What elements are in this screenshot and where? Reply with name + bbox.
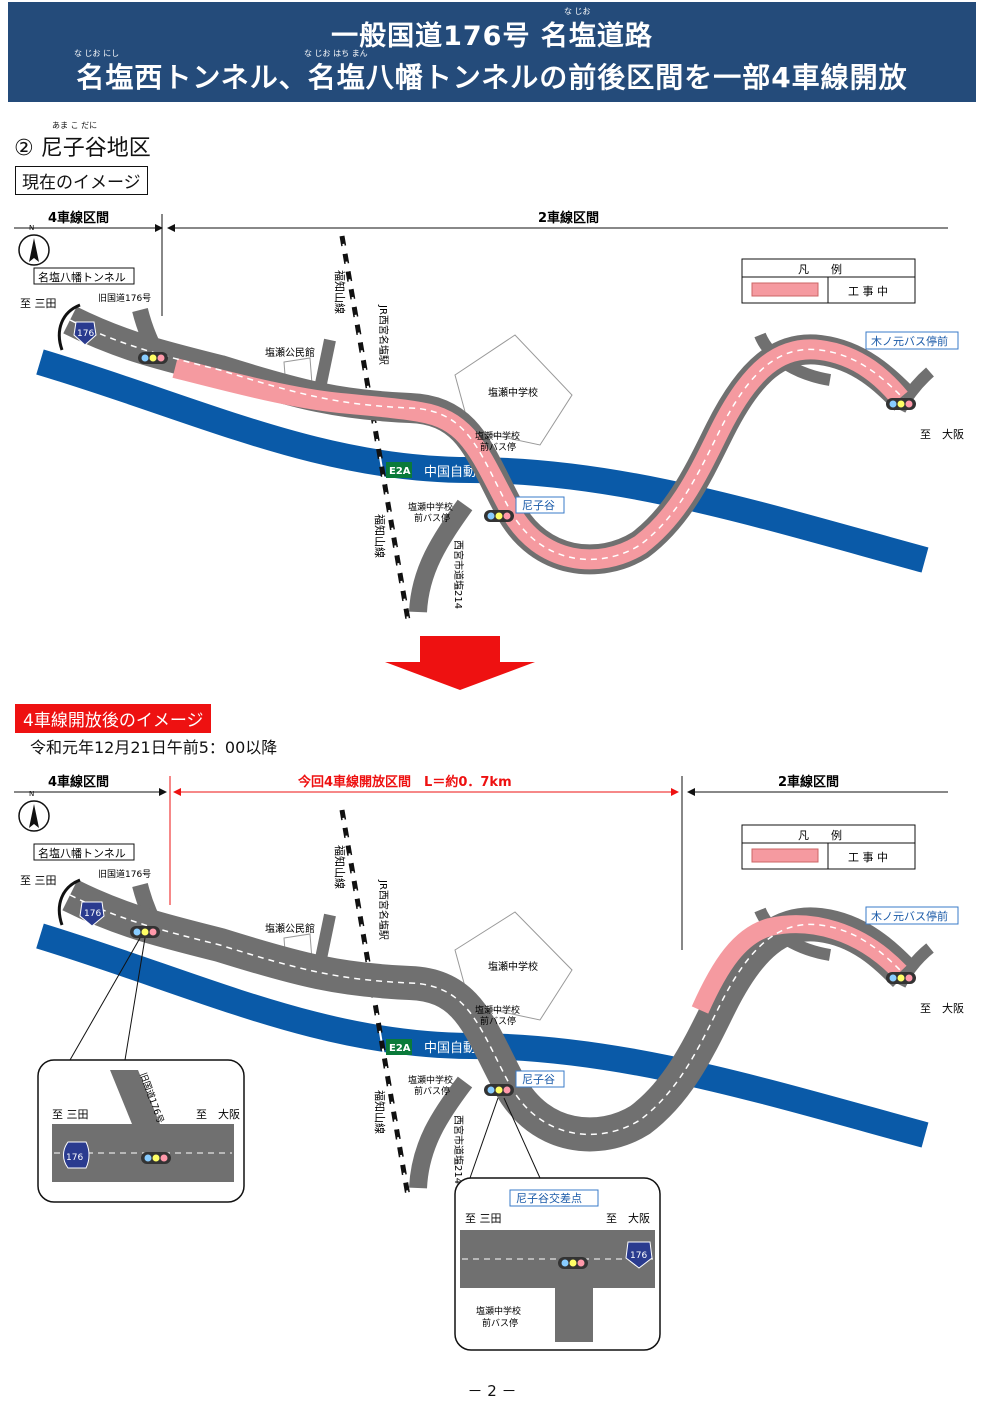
bus-stop-after-2: 前バス停 (480, 1015, 516, 1027)
page-number: － 2 － (467, 1382, 517, 1400)
railway (339, 235, 411, 621)
city-road (409, 499, 473, 613)
legend-construction-after: 工 事 中 (848, 851, 888, 864)
traffic-light-icon (138, 352, 168, 364)
route-number-after: 176 (84, 909, 101, 919)
traffic-light-icon (558, 1257, 588, 1269)
school-label-after: 塩瀬中学校 (488, 960, 538, 973)
ruby-najio-nishi: な じお にし (74, 49, 120, 58)
e2a-sign (386, 462, 412, 478)
bus-stop-label-2: 前バス停 (480, 441, 516, 453)
fukuchiyama-label-after: 福知山線 (333, 845, 347, 889)
legend-swatch (751, 282, 819, 297)
river (36, 349, 929, 573)
legend-construction: 工 事 中 (848, 285, 888, 298)
north-label-after: N (29, 790, 34, 798)
to-sanda-label: 至 三田 (20, 297, 57, 310)
after-image-label: 4車線開放後のイメージ (15, 704, 212, 733)
inset2-bus-stop-2: 前バス停 (482, 1317, 518, 1329)
ruby-najio: な じお (564, 7, 591, 16)
inset-intersection-label: 尼子谷交差点 (516, 1191, 582, 1205)
two-lane-label-after: 2車線区間 (778, 774, 839, 790)
fukuchiyama-label: 福知山線 (333, 270, 347, 314)
to-osaka-label-after: 至 大阪 (920, 1001, 964, 1015)
old-route-label-after: 旧国道176号 (98, 868, 151, 880)
old-route-label: 旧国道176号 (98, 292, 151, 304)
legend-title: 凡 例 (798, 262, 842, 276)
two-lane-label: 2車線区間 (538, 210, 599, 226)
down-arrow-icon (385, 636, 535, 690)
river-after (36, 923, 929, 1148)
hall-label: 塩瀬公民館 (265, 346, 315, 359)
title-line-2: 名塩西トンネル、名塩八幡トンネルの前後区間を一部4車線開放 (76, 61, 908, 94)
inset2-to-osaka: 至 大阪 (606, 1211, 650, 1225)
tunnel-label-after: 名塩八幡トンネル (38, 846, 126, 860)
legend-title-after: 凡 例 (798, 828, 842, 842)
e2a-code-after: E2A (389, 1043, 411, 1054)
bus-stop-after-1: 塩瀬中学校 (475, 1004, 520, 1016)
inset-route-number: 176 (66, 1153, 83, 1163)
traffic-light-icon (484, 510, 514, 522)
lane-marking (69, 319, 906, 561)
traffic-light-icon (141, 1152, 171, 1164)
tunnel-label: 名塩八幡トンネル (38, 270, 126, 284)
jr-station-label: JR西宮名塩駅 (377, 304, 390, 365)
tunnel-portal (57, 303, 81, 351)
open-section-label: 今回4車線開放区間 L＝約0．7km (297, 774, 512, 790)
inset2-route-number: 176 (630, 1251, 647, 1261)
inset-to-osaka: 至 大阪 (196, 1107, 240, 1121)
route-shield (73, 321, 97, 346)
amakodani-label-after: 尼子谷 (522, 1073, 555, 1086)
bus-stop-label-4: 前バス停 (414, 512, 450, 524)
bus-stop-after-4: 前バス停 (414, 1085, 450, 1097)
section-title: ② 尼子谷地区 (14, 136, 151, 161)
traffic-light-icon (886, 972, 916, 984)
four-lane-label-after: 4車線区間 (48, 774, 109, 790)
fukuchiyama-label-lower: 福知山線 (373, 514, 387, 558)
route-number: 176 (77, 329, 94, 339)
amakodani-label: 尼子谷 (522, 499, 555, 512)
inset2-to-sanda: 至 三田 (465, 1212, 502, 1225)
route-shield-after (79, 901, 105, 927)
ruby-najio-hachiman: な じお はち まん (304, 49, 368, 58)
kinomoto-label-after: 木ノ元バス停前 (871, 909, 948, 923)
current-image-label: 現在のイメージ (15, 166, 148, 195)
traffic-light-icon (484, 1084, 514, 1096)
after-map: 4車線区間 今回4車線開放区間 L＝約0．7km 2車線区間 E2A 中国自動車… (14, 774, 964, 1351)
jr-station-label-after: JR西宮名塩駅 (377, 879, 390, 940)
e2a-code: E2A (389, 466, 411, 477)
bus-stop-after-3: 塩瀬中学校 (408, 1074, 453, 1086)
to-osaka-label: 至 大阪 (920, 427, 964, 441)
section-ruby: あま こ だに (52, 121, 98, 130)
traffic-light-icon (130, 926, 160, 938)
railway-after (339, 809, 411, 1197)
hall-label-after: 塩瀬公民館 (265, 922, 315, 935)
bus-stop-label-1: 塩瀬中学校 (475, 430, 520, 442)
traffic-light-icon (886, 398, 916, 410)
title-banner: な じお 一般国道176号 名塩道路 な じお にし な じお はち まん 名塩… (8, 2, 976, 102)
to-sanda-label-after: 至 三田 (20, 874, 57, 887)
inset2-bus-stop-1: 塩瀬中学校 (476, 1305, 521, 1317)
four-lane-label: 4車線区間 (48, 210, 109, 226)
school-label: 塩瀬中学校 (488, 386, 538, 399)
current-map: 4車線区間 2車線区間 E2A 中国自動車道 176 (14, 210, 964, 621)
construction-area-after (691, 915, 907, 1014)
inset-to-sanda: 至 三田 (52, 1108, 89, 1121)
kinomoto-label: 木ノ元バス停前 (871, 334, 948, 348)
fukuchiyama-label-after-lower: 福知山線 (373, 1090, 387, 1134)
city-road-label: 西宮市道塩214 (452, 540, 465, 609)
north-label: N (29, 224, 34, 232)
title-line-1: 一般国道176号 名塩道路 (331, 21, 653, 52)
city-road-label-after: 西宮市道塩214 (452, 1115, 465, 1184)
bus-stop-label-3: 塩瀬中学校 (408, 501, 453, 513)
after-date: 令和元年12月21日午前5：00以降 (30, 738, 278, 757)
